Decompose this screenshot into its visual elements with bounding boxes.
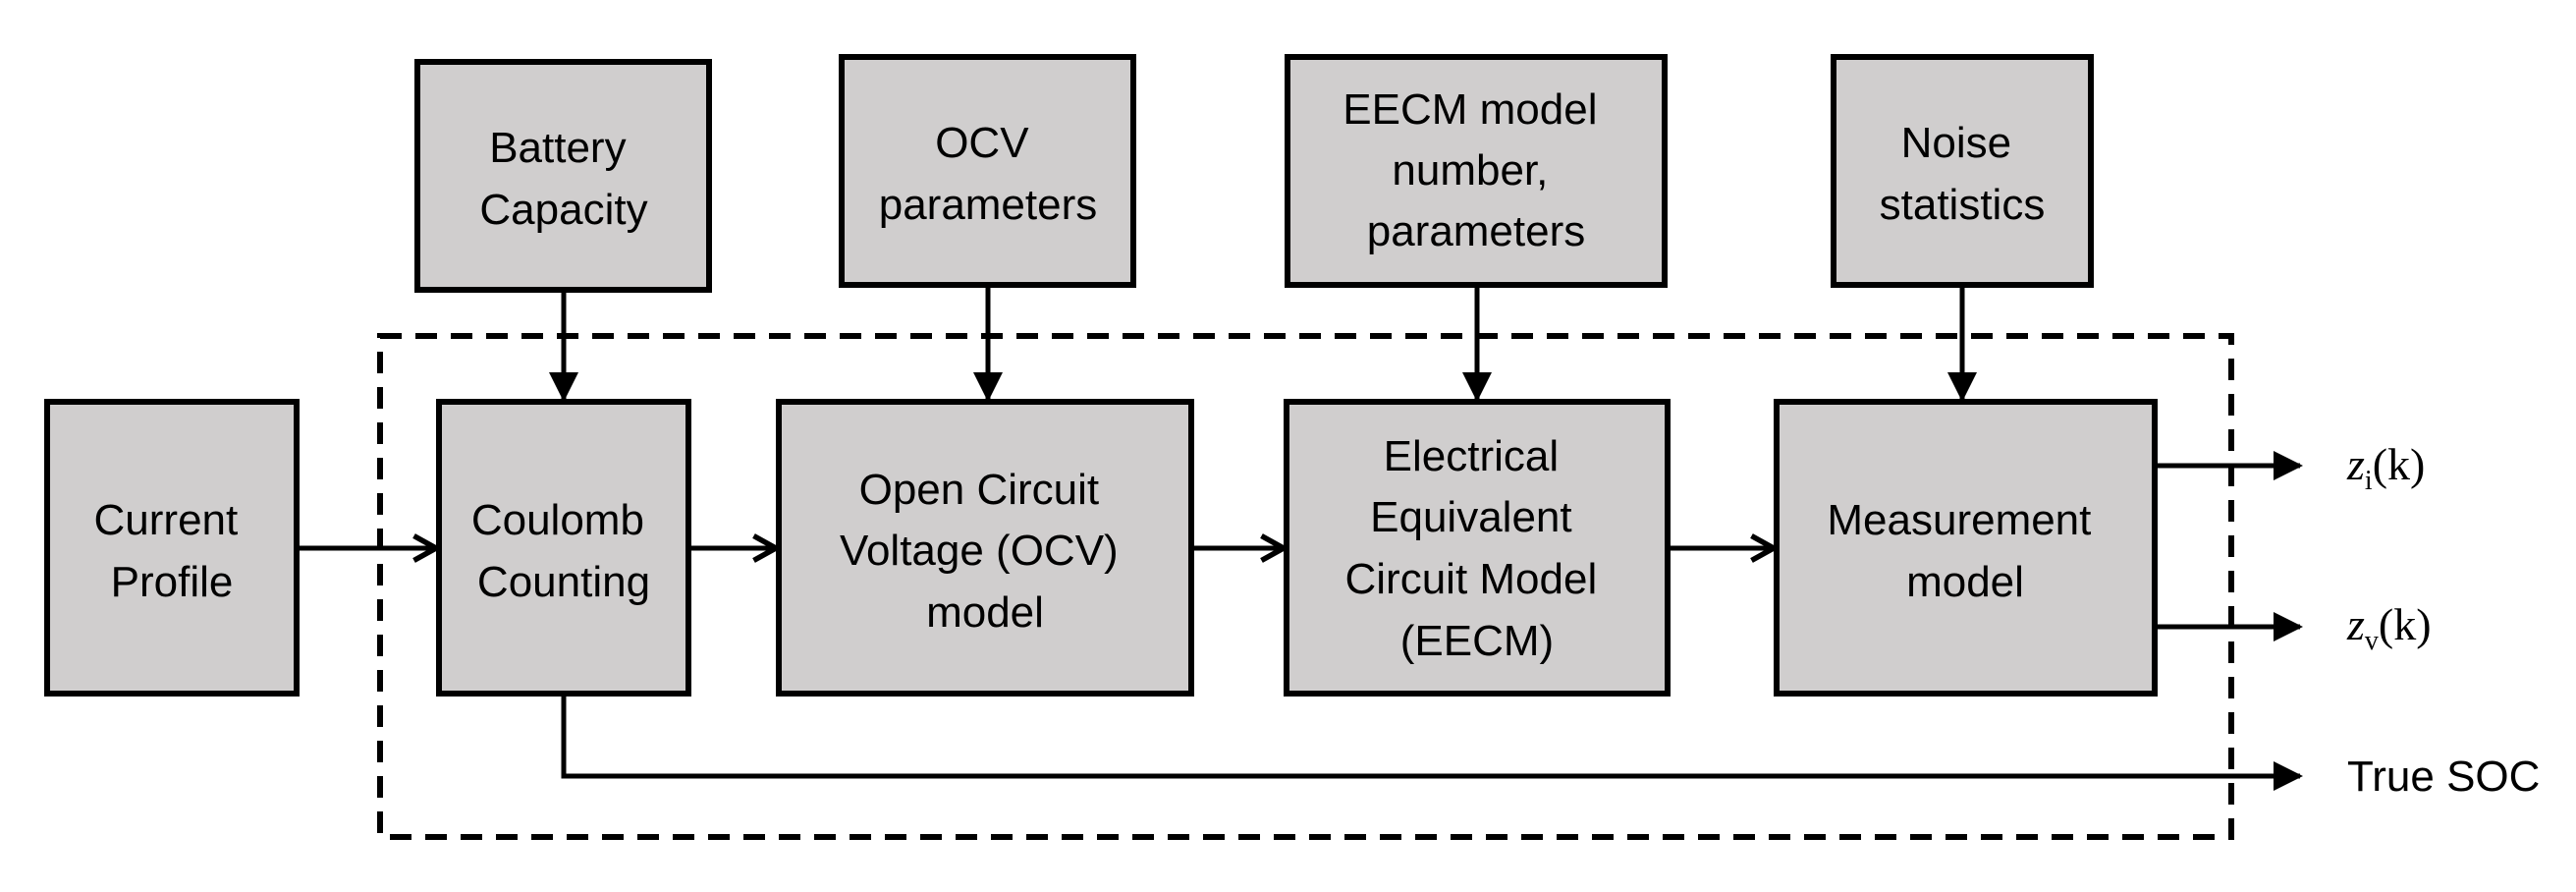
eecm-parameters-line-2: number, <box>1392 146 1548 195</box>
svg-text:EECM model number,: EECM model number, parameters <box>1343 85 1609 255</box>
coulomb-counting-line-2: Counting <box>477 558 650 606</box>
system-boundary <box>377 333 2234 840</box>
current-profile-block: Current Profile <box>44 399 300 697</box>
true-soc-label: True SOC <box>2347 753 2540 801</box>
zi-output-label: zi(k) <box>2346 439 2425 496</box>
zv-output-label: zv(k) <box>2346 599 2432 656</box>
ocv-model-line-1: Open Circuit <box>859 466 1100 514</box>
eecm-model-line-3: Circuit Model <box>1345 555 1598 603</box>
svg-text:Open Circuit Voltage (OC: Open Circuit Voltage (OCV) model <box>840 466 1130 637</box>
ocv-parameters-block: OCV parameters <box>839 54 1136 288</box>
svg-text:Measurement model: Measurement model <box>1827 496 2103 606</box>
svg-text:Current Profile: Current Profile <box>94 496 250 606</box>
svg-text:Battery Capacity: Battery Capacity <box>479 124 647 234</box>
noise-statistics-line-1: Noise <box>1901 119 2012 167</box>
battery-capacity-line-1: Battery <box>489 124 626 172</box>
ocv-model-block: Open Circuit Voltage (OCV) model <box>776 399 1194 697</box>
coulomb-counting-line-1: Coulomb <box>471 496 644 544</box>
ocv-parameters-line-2: parameters <box>879 181 1098 229</box>
noise-statistics-line-2: statistics <box>1880 181 2046 229</box>
battery-capacity-block: Battery Capacity <box>414 59 712 293</box>
noise-statistics-block: Noise statistics <box>1831 54 2094 288</box>
svg-text:Noise statistics: Noise statistics <box>1880 119 2046 229</box>
eecm-model-line-1: Electrical <box>1384 432 1560 480</box>
svg-text:Coulomb Counting: Coulomb Counting <box>471 496 656 606</box>
eecm-model-block: Electrical Equivalent Circuit Model (EEC… <box>1284 399 1671 697</box>
eecm-parameters-block: EECM model number, parameters <box>1285 54 1668 288</box>
eecm-model-line-4: (EECM) <box>1400 617 1554 665</box>
ocv-model-line-3: model <box>926 588 1044 637</box>
true-soc-output-arrow <box>561 694 2303 791</box>
ocv-parameters-line-1: OCV <box>935 119 1029 167</box>
current-profile-line-2: Profile <box>111 558 234 606</box>
eecm-model-line-2: Equivalent <box>1370 493 1571 541</box>
eecm-parameters-line-3: parameters <box>1367 207 1586 255</box>
measurement-model-block: Measurement model <box>1774 399 2158 697</box>
coulomb-counting-block: Coulomb Counting <box>436 399 691 697</box>
measurement-model-line-2: model <box>1906 558 2024 606</box>
svg-text:Electrical Equivalent: Electrical Equivalent Circuit Model (EEC… <box>1345 432 1610 665</box>
svg-text:OCV parameters: OCV parameters <box>879 119 1098 229</box>
current-profile-line-1: Current <box>94 496 239 544</box>
ocv-model-line-2: Voltage (OCV) <box>840 527 1119 575</box>
eecm-parameters-line-1: EECM model <box>1343 85 1597 134</box>
measurement-model-line-1: Measurement <box>1827 496 2091 544</box>
battery-capacity-line-2: Capacity <box>479 186 647 234</box>
